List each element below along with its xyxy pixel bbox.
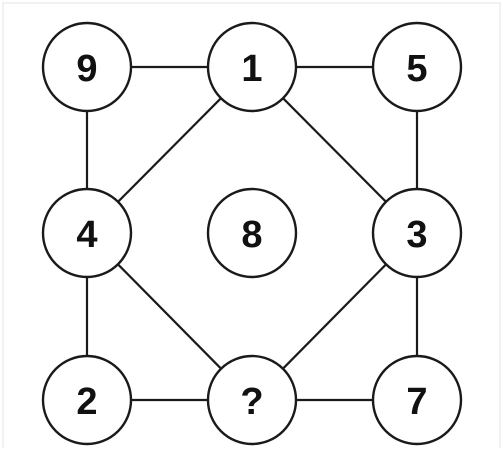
node-center: 8 bbox=[206, 187, 298, 279]
node-label: 3 bbox=[406, 214, 427, 256]
node-circle bbox=[41, 354, 133, 446]
node-circle bbox=[371, 354, 463, 446]
node-label: 4 bbox=[76, 214, 97, 256]
connector-lines bbox=[85, 65, 419, 402]
node-label: 1 bbox=[241, 48, 262, 90]
node-label: ? bbox=[240, 381, 263, 423]
node-middle-right: 3 bbox=[371, 187, 463, 279]
node-top-left: 9 bbox=[41, 21, 133, 113]
node-bottom-middle-unknown: ? bbox=[206, 354, 298, 446]
connector-line-middle-left-to-bottom-middle bbox=[117, 263, 222, 370]
node-middle-left: 4 bbox=[41, 187, 133, 279]
node-circle bbox=[206, 21, 298, 113]
node-circle bbox=[41, 21, 133, 113]
connector-line-middle-right-to-bottom-middle bbox=[282, 263, 387, 370]
node-circle bbox=[206, 354, 298, 446]
node-label: 8 bbox=[241, 214, 262, 256]
node-top-middle: 1 bbox=[206, 21, 298, 113]
node-label: 7 bbox=[406, 381, 427, 423]
node-top-right: 5 bbox=[371, 21, 463, 113]
node-circle bbox=[371, 187, 463, 279]
node-circle bbox=[41, 187, 133, 279]
node-circle bbox=[371, 21, 463, 113]
node-circle bbox=[206, 187, 298, 279]
number-nodes: 9 1 5 4 8 3 2 ? bbox=[41, 21, 463, 446]
node-label: 5 bbox=[406, 48, 427, 90]
node-bottom-left: 2 bbox=[41, 354, 133, 446]
connector-line-top-middle-to-middle-right bbox=[282, 97, 387, 203]
node-label: 2 bbox=[76, 381, 97, 423]
connector-line-top-middle-to-middle-left bbox=[117, 97, 222, 203]
node-bottom-right: 7 bbox=[371, 354, 463, 446]
node-label: 9 bbox=[76, 48, 97, 90]
